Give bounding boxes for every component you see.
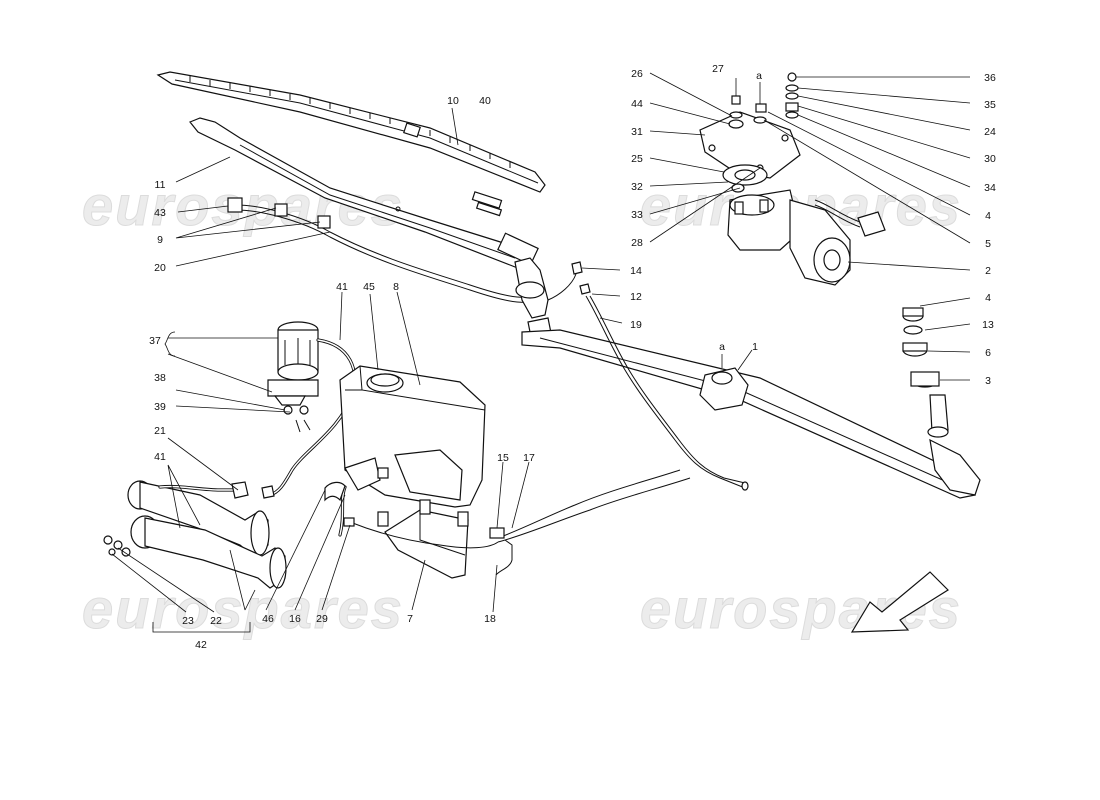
label-46: 46 [262,613,274,625]
watermark-bottom-left: eurospares [82,577,404,640]
reservoir-bracket [377,499,469,579]
label-a-top: a [756,70,762,82]
label-12: 12 [630,291,642,303]
part-labels: 10 40 11 43 9 20 27 a 36 26 35 44 24 31 … [149,63,996,651]
label-26: 26 [631,68,643,80]
label-7: 7 [407,613,413,625]
label-42: 42 [195,639,207,651]
label-45: 45 [363,281,375,293]
label-39: 39 [154,401,166,413]
label-18: 18 [484,613,496,625]
label-24: 24 [984,126,996,138]
watermark-group: eurospares eurospares eurospares eurospa… [82,174,961,641]
label-4-lower: 4 [985,292,991,304]
label-40: 40 [479,95,491,107]
label-41-left: 41 [154,451,166,463]
label-19: 19 [630,319,642,331]
label-31: 31 [631,126,643,138]
label-15: 15 [497,452,509,464]
label-a-mid: a [719,341,725,353]
label-29: 29 [316,613,328,625]
reservoir-hoses [324,469,691,576]
label-22: 22 [210,615,222,627]
label-9: 9 [157,234,163,246]
label-36: 36 [984,72,996,84]
label-44: 44 [631,98,643,110]
pivot-stack [902,307,949,438]
label-37: 37 [149,335,161,347]
label-3: 3 [985,375,991,387]
label-16: 16 [289,613,301,625]
label-17: 17 [523,452,535,464]
label-41-top: 41 [336,281,348,293]
label-14: 14 [630,265,642,277]
washer-pump [267,321,319,433]
label-35: 35 [984,99,996,111]
label-20: 20 [154,262,166,274]
label-5: 5 [985,238,991,250]
label-13: 13 [982,319,994,331]
washer-hose-upper [227,197,539,303]
label-10: 10 [447,95,459,107]
label-6: 6 [985,347,991,359]
label-11: 11 [155,179,166,191]
label-8: 8 [393,281,399,293]
horn-assembly [103,480,287,589]
wiper-blade [156,71,546,217]
label-21: 21 [154,425,166,437]
label-23: 23 [182,615,194,627]
wiper-motor-assembly [699,72,886,286]
label-33: 33 [631,209,643,221]
label-43: 43 [154,207,166,219]
label-38: 38 [154,372,166,384]
label-1: 1 [752,341,758,353]
label-25: 25 [631,153,643,165]
washer-nozzle-parts [547,261,749,491]
pump-hose [268,338,357,497]
wiper-pivot-linkage [514,257,981,499]
washer-reservoir [339,365,486,508]
label-30: 30 [984,153,996,165]
label-34: 34 [984,182,996,194]
label-2: 2 [985,265,991,277]
direction-arrow [850,571,949,633]
label-32: 32 [631,181,643,193]
label-27: 27 [712,63,724,75]
label-4-upper: 4 [985,210,991,222]
label-28: 28 [631,237,643,249]
leader-lines [111,72,971,633]
